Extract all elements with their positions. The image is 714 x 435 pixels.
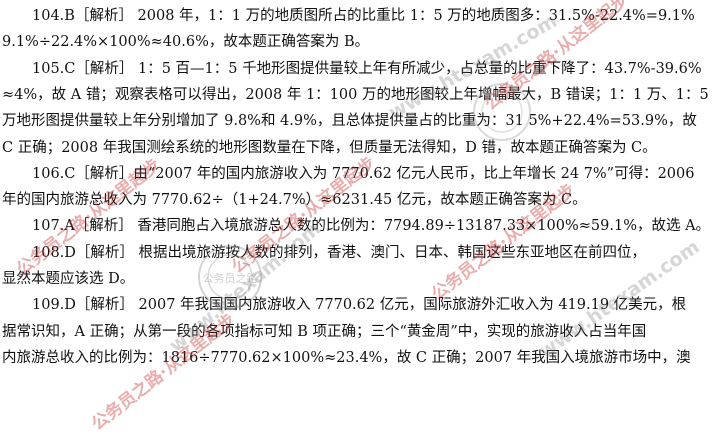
text-line: 年的国内旅游总收入为 7770.62÷（1+24.7%）≈6231.45 亿元，… [2,192,587,209]
text-line: 9.1%÷22.4%×100%≈40.6%，故本题正确答案为 B。 [2,34,370,51]
text-line: 109.D［解析］ 2007 年我国国内旅游收入 7770.62 亿元，国际旅游… [32,297,687,314]
text-line: C 正确；2008 年我国测绘系统的地形图数量在下降，但质量无法得知，D 错，故… [2,139,657,156]
text-line: 万地形图提供量较上年分别增加了 9.8%和 4.9%，且总体提供量占的比重为：3… [2,113,697,130]
text-line: 107.A［解析］ 香港同胞占入境旅游总人数的比例为：7794.89÷13187… [32,218,711,235]
text-line: 内旅游总收入的比例为：1816÷7770.62×100%≈23.4%，故 C 正… [2,349,691,366]
text-line: 105.C［解析］ 1：5 百—1：5 千地形图提供量较上年有所减少，占总量的比… [32,60,702,77]
text-line: 104.B［解析］ 2008 年，1：1 万的地质图所占的比重比 1：5 万的地… [32,8,695,24]
text-line: 显然本题应该选 D。 [2,271,135,287]
text-line: 106.C［解析］由“2007 年的国内旅游收入为 7770.62 亿元人民币，… [32,165,695,182]
text-line: 108.D［解析］ 根据出境旅游按人数的排列，香港、澳门、日本、韩国这些东亚地区… [32,244,647,261]
text-line: 据常识知，A 正确；从第一段的各项指标可知 B 项正确；三个“黄金周”中，实现的… [2,323,647,340]
text-line: ≈4%，故 A 错；观察表格可以得出，2008 年 1：100 万的地形图较上年… [2,86,709,103]
